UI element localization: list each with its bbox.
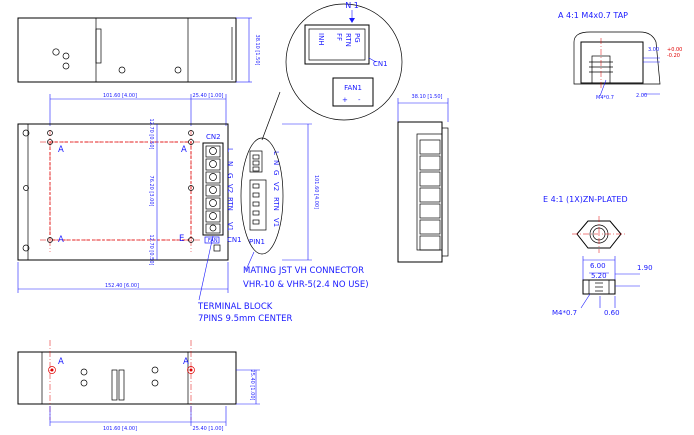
length-dim: 152.40 [6.00] (105, 283, 139, 289)
detail-e-height: 1.90 (637, 264, 653, 272)
hdr-pin-rtn: RTN (272, 197, 280, 211)
connector-callout-ellipse (240, 137, 284, 255)
detail-a-tol-minus: -0.20 (667, 53, 680, 59)
fan1-header (332, 77, 374, 107)
mount-hole (188, 139, 194, 145)
tb-pin-v2: V2 (226, 184, 234, 193)
cn1-side-label: CN1 (227, 236, 242, 244)
detail-a: A 4:1 M4x0.7 TAP 3.00 +0.00 -0.20 2.00 M… (558, 11, 682, 101)
detail-callout-label: N 1 (345, 1, 359, 10)
cn1-label: CN1 (373, 60, 388, 68)
detail-e-width: 6.00 (590, 262, 606, 270)
detail-a-tol-plus: +0.00 (667, 47, 682, 53)
mating-connector-note-2: VHR-10 & VHR-5(2.4 NO USE) (243, 280, 369, 290)
bottom-mount-span-dim: 101.60 [4.00] (103, 426, 137, 432)
tb-pin-g: G (226, 173, 234, 178)
top-offset-dim: 12.70 [0.50] (148, 119, 154, 150)
bottom-edge-offset-dim: 25.40 [1.00] (193, 426, 224, 432)
hole-label-a: A (58, 145, 64, 155)
detail-e-title: E 4:1 (1X)ZN-PLATED (543, 195, 628, 204)
height-dim: 101.60 [4.00] (313, 175, 319, 209)
pin1-label: PIN1 (249, 238, 265, 246)
fan1-label: FAN1 (344, 84, 362, 92)
bottom-view-outline (17, 351, 237, 405)
pin-headers: L N G V2 RTN V1 PIN1 (249, 150, 280, 246)
detail-e: E 4:1 (1X)ZN-PLATED 6.00 5.20 1.90 0.60 … (543, 195, 653, 317)
terminal-block-note-2: 7PINS 9.5mm CENTER (198, 314, 293, 324)
mount-height-dim: 76.20 [3.00] (148, 176, 154, 207)
top-view: 38.10 [1.50] (17, 17, 260, 83)
hdr-pin-v2: V2 (272, 182, 280, 191)
detail-e-thread: M4*0.7 (552, 309, 577, 317)
side-view-right: 38.10 [1.50] (397, 94, 449, 263)
pcb-outline (49, 141, 192, 241)
hole-label-a: A (58, 235, 64, 245)
tb-pin-l: L (226, 148, 234, 152)
detail-a-title: A 4:1 M4x0.7 TAP (558, 11, 628, 20)
top-height-dim: 38.10 [1.50] (254, 35, 260, 66)
side-width-dim: 38.10 [1.50] (412, 94, 443, 100)
bottom-hole-height-dim: 25.40 [1.00] (249, 370, 255, 401)
chassis-hole (22, 244, 30, 252)
mount-hole (47, 139, 53, 145)
cn1-pin-pg: PG (353, 33, 361, 43)
hole-label-e: E (179, 234, 184, 244)
bottom-offset-dim: 12.70 [0.50] (148, 235, 154, 266)
hole-label-a: A (58, 357, 64, 367)
detail-a-thread: M4*0.7 (596, 95, 614, 101)
tb-pin-n: N (226, 161, 234, 166)
mating-connector-note-1: MATING JST VH CONNECTOR (243, 266, 364, 276)
terminal-block-note-1: TERMINAL BLOCK (197, 302, 273, 312)
mount-hole (188, 237, 194, 243)
fan1-minus: - (358, 96, 361, 104)
plan-view: 101.60 [4.00] 25.40 [1.00] A A A E 76.20… (17, 91, 319, 301)
detail-e-flange: 0.60 (604, 309, 620, 317)
cn1-pin-rtn: RTN (344, 33, 352, 47)
tb-pin-v1: V1 (226, 222, 234, 231)
hdr-pin-v1: V1 (272, 218, 280, 227)
top-view-outline (17, 17, 237, 83)
cn1-header (304, 24, 370, 65)
detail-circle (285, 3, 403, 121)
bottom-view: A A 25.40 [1.00] 101.60 [4.00] 25.40 [1.… (17, 340, 260, 432)
hole-label-a: A (183, 357, 189, 367)
hdr-pin-n: N (272, 160, 280, 165)
hdr-pin-g: G (272, 170, 280, 175)
fan1-plus: + (342, 96, 348, 104)
mount-hole (47, 237, 53, 243)
mount-span-dim: 101.60 [4.00] (103, 93, 137, 99)
chassis-hole (22, 129, 30, 137)
fan-tag: FAN (208, 238, 218, 244)
cn1-pin-ff: FF (335, 33, 343, 41)
edge-offset-dim: 25.40 [1.00] (193, 93, 224, 99)
detail-a-bottom: 2.00 (636, 93, 647, 99)
notes: MATING JST VH CONNECTOR VHR-10 & VHR-5(2… (197, 266, 369, 324)
terminal-block: CN2 L N G V2 RTN V1 FAN CN1 (202, 133, 242, 252)
cn2-label: CN2 (206, 133, 221, 141)
tb-pin-rtn: RTN (226, 197, 234, 211)
connector-detail: N 1 PG RTN FF INH CN1 FAN1 + - (285, 1, 403, 121)
detail-e-hex: 5.20 (591, 272, 607, 280)
hole-label-a: A (181, 145, 187, 155)
detail-a-depth: 3.00 (648, 47, 659, 53)
cn1-pin-inh: INH (317, 33, 325, 46)
